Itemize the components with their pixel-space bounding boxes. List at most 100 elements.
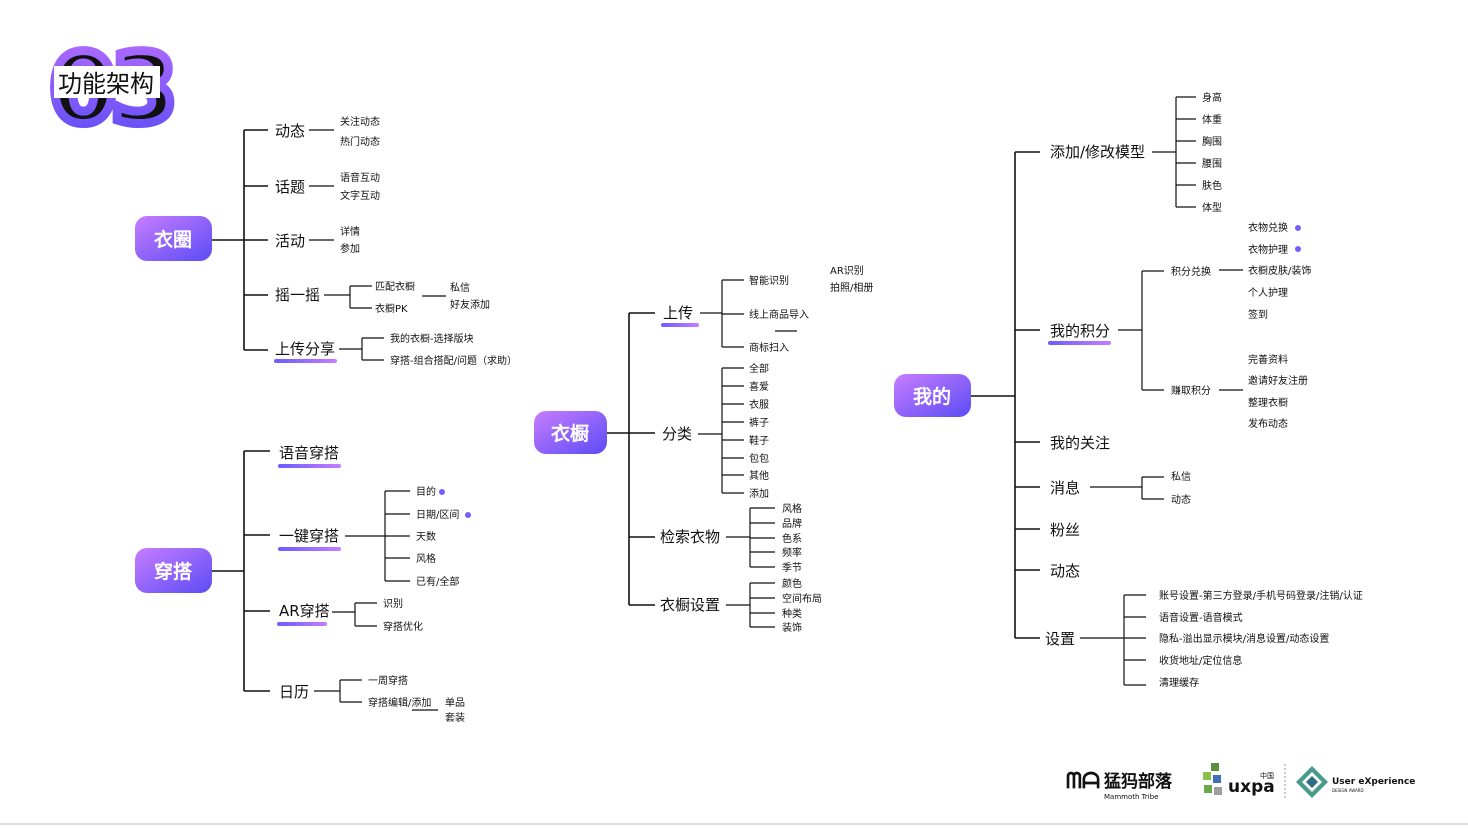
leaf-yiyou-quanbu[interactable]: 已有/全部 <box>416 575 459 588</box>
node-ar-chuanda[interactable]: AR穿搭 <box>279 602 330 620</box>
leaf-chuanda-zuhe[interactable]: 穿搭-组合搭配/问题（求助） <box>390 354 517 367</box>
leaf-tianjia[interactable]: 添加 <box>749 487 769 500</box>
leaf-fabu-dongtai[interactable]: 发布动态 <box>1248 417 1288 430</box>
node-wode-jifen[interactable]: 我的积分 <box>1050 322 1110 340</box>
leaf-chuanda-youhua[interactable]: 穿搭优化 <box>383 620 423 633</box>
leaf-zhuangshi[interactable]: 装饰 <box>782 621 802 634</box>
uxpa-sup: 中国 <box>1260 771 1274 780</box>
root-node-yichu[interactable] <box>534 411 607 454</box>
leaf-zhonglei[interactable]: 种类 <box>782 607 802 620</box>
leaf-geren-huli[interactable]: 个人护理 <box>1248 286 1288 299</box>
node-tianjia-moxing[interactable]: 添加/修改模型 <box>1050 143 1145 161</box>
leaf-kuzi[interactable]: 裤子 <box>749 416 769 429</box>
leaf-remen-dongtai[interactable]: 热门动态 <box>340 135 380 148</box>
leaf-yaowei[interactable]: 腰围 <box>1202 158 1222 170</box>
node-dongtai[interactable]: 动态 <box>275 122 305 140</box>
branch-chuanda: 穿搭 语音穿搭 一键穿搭 目的 日期/区间 天数 风格 已有/全部 AR穿搭 识… <box>135 444 471 724</box>
leaf-xiezi[interactable]: 鞋子 <box>749 434 769 447</box>
node-fensi[interactable]: 粉丝 <box>1050 521 1080 539</box>
root-node-wode[interactable] <box>894 374 971 417</box>
leaf-paizhao-xiangce[interactable]: 拍照/相册 <box>830 281 873 294</box>
leaf-sixin[interactable]: 私信 <box>450 282 470 294</box>
leaf-yuyin-shezhi[interactable]: 语音设置-语音模式 <box>1159 611 1243 624</box>
leaf-kongjian-buju[interactable]: 空间布局 <box>782 592 822 605</box>
leaf-yiwu-huli[interactable]: 衣物护理 <box>1248 243 1288 256</box>
leaf-fengge-2[interactable]: 风格 <box>782 502 802 515</box>
leaf-haoyou-tianjia[interactable]: 好友添加 <box>450 298 490 311</box>
node-yuyin-chuanda[interactable]: 语音穿搭 <box>279 444 339 462</box>
leaf-riqi-qujian[interactable]: 日期/区间 <box>416 508 459 521</box>
node-yaoyiyao[interactable]: 摇一摇 <box>275 286 320 304</box>
root-label-wode: 我的 <box>913 385 951 408</box>
node-yijian-chuanda[interactable]: 一键穿搭 <box>279 527 339 545</box>
node-zhuanqu-jifen[interactable]: 赚取积分 <box>1171 384 1211 397</box>
leaf-yanse[interactable]: 颜色 <box>782 577 802 590</box>
leaf-xiangqing[interactable]: 详情 <box>340 225 360 238</box>
node-rili[interactable]: 日历 <box>279 683 309 701</box>
leaf-baobao[interactable]: 包包 <box>749 452 769 465</box>
leaf-yiwu-duihuan[interactable]: 衣物兑换 <box>1248 221 1288 234</box>
leaf-wenzi-hudong[interactable]: 文字互动 <box>340 189 380 202</box>
node-shezhi[interactable]: 设置 <box>1045 630 1075 648</box>
leaf-tizhong[interactable]: 体重 <box>1202 113 1222 126</box>
node-yichu-shezhi[interactable]: 衣橱设置 <box>660 596 720 614</box>
node-fenlei[interactable]: 分类 <box>662 425 692 443</box>
leaf-dongtai-2[interactable]: 动态 <box>1171 493 1191 506</box>
leaf-ar-shibie[interactable]: AR识别 <box>830 265 864 277</box>
leaf-yaoqing-haoyou[interactable]: 邀请好友注册 <box>1248 374 1308 387</box>
leaf-taozhuang[interactable]: 套装 <box>445 711 465 724</box>
node-jifen-duihuan[interactable]: 积分兑换 <box>1171 265 1211 278</box>
leaf-pipei-yichu[interactable]: 匹配衣橱 <box>375 280 415 293</box>
leaf-shouhuo-dizhi[interactable]: 收货地址/定位信息 <box>1159 654 1242 667</box>
node-jiansuo-yiwu[interactable]: 检索衣物 <box>660 528 720 546</box>
ue-award-diamond-icon <box>1296 766 1328 798</box>
leaf-guanzhu-dongtai[interactable]: 关注动态 <box>340 115 380 128</box>
leaf-pinpai[interactable]: 品牌 <box>782 517 802 530</box>
leaf-tixing[interactable]: 体型 <box>1202 201 1222 214</box>
leaf-yuyin-hudong[interactable]: 语音互动 <box>340 171 380 184</box>
node-shangchuan[interactable]: 上传 <box>663 304 693 322</box>
leaf-fuse[interactable]: 肤色 <box>1202 179 1222 192</box>
node-xiaoxi[interactable]: 消息 <box>1050 479 1080 497</box>
leaf-yifu[interactable]: 衣服 <box>749 398 769 411</box>
leaf-danpin[interactable]: 单品 <box>445 697 465 709</box>
leaf-tianshu[interactable]: 天数 <box>416 530 436 543</box>
leaf-yizhou-chuanda[interactable]: 一周穿搭 <box>368 674 408 687</box>
leaf-quanbu[interactable]: 全部 <box>749 362 769 375</box>
leaf-qingli-huancun[interactable]: 清理缓存 <box>1159 676 1199 689</box>
leaf-fengge[interactable]: 风格 <box>416 552 436 565</box>
leaf-yichu-pifu[interactable]: 衣橱皮肤/装饰 <box>1248 264 1311 277</box>
root-node-chuanda[interactable] <box>135 548 212 593</box>
leaf-qiandao[interactable]: 签到 <box>1248 308 1268 321</box>
leaf-zhengli-yichu[interactable]: 整理衣橱 <box>1248 396 1288 409</box>
leaf-yinsi[interactable]: 隐私-溢出显示模块/消息设置/动态设置 <box>1159 632 1329 645</box>
leaf-shengao[interactable]: 身高 <box>1202 91 1222 104</box>
leaf-xiongwei[interactable]: 胸围 <box>1202 135 1222 148</box>
leaf-shangbiao-saoru[interactable]: 商标扫入 <box>749 341 789 354</box>
leaf-wanshan-ziliao[interactable]: 完善资料 <box>1248 353 1288 366</box>
leaf-xiai[interactable]: 喜爱 <box>749 380 769 393</box>
leaf-pinlv[interactable]: 频率 <box>782 546 802 559</box>
leaf-xianshang-daoru[interactable]: 线上商品导入 <box>749 308 809 321</box>
leaf-qita[interactable]: 其他 <box>749 469 769 482</box>
root-label-chuanda: 穿搭 <box>154 560 193 583</box>
leaf-mudi[interactable]: 目的 <box>416 485 436 498</box>
leaf-zhanghao-shezhi[interactable]: 账号设置-第三方登录/手机号码登录/注销/认证 <box>1159 589 1363 602</box>
leaf-jijie[interactable]: 季节 <box>782 562 802 574</box>
leaf-wode-yichu-xuanze[interactable]: 我的衣橱-选择版块 <box>390 332 474 345</box>
node-huati[interactable]: 话题 <box>275 178 305 196</box>
node-wode-guanzhu[interactable]: 我的关注 <box>1050 434 1110 452</box>
leaf-chuanda-bianji[interactable]: 穿搭编辑/添加 <box>368 696 431 709</box>
node-dongtai-wode[interactable]: 动态 <box>1050 562 1080 580</box>
leaf-shibie[interactable]: 识别 <box>383 598 403 610</box>
leaf-sixin-2[interactable]: 私信 <box>1171 471 1191 483</box>
leaf-zhineng-shibie[interactable]: 智能识别 <box>749 274 789 287</box>
leaf-sexi[interactable]: 色系 <box>782 532 802 545</box>
leaf-canjia[interactable]: 参加 <box>340 242 360 255</box>
root-node-yiquan[interactable] <box>135 216 212 261</box>
node-shangchuan-fenxiang[interactable]: 上传分享 <box>275 340 335 358</box>
leaf-yichu-pk[interactable]: 衣橱PK <box>375 302 408 315</box>
node-huodong[interactable]: 活动 <box>275 232 305 250</box>
